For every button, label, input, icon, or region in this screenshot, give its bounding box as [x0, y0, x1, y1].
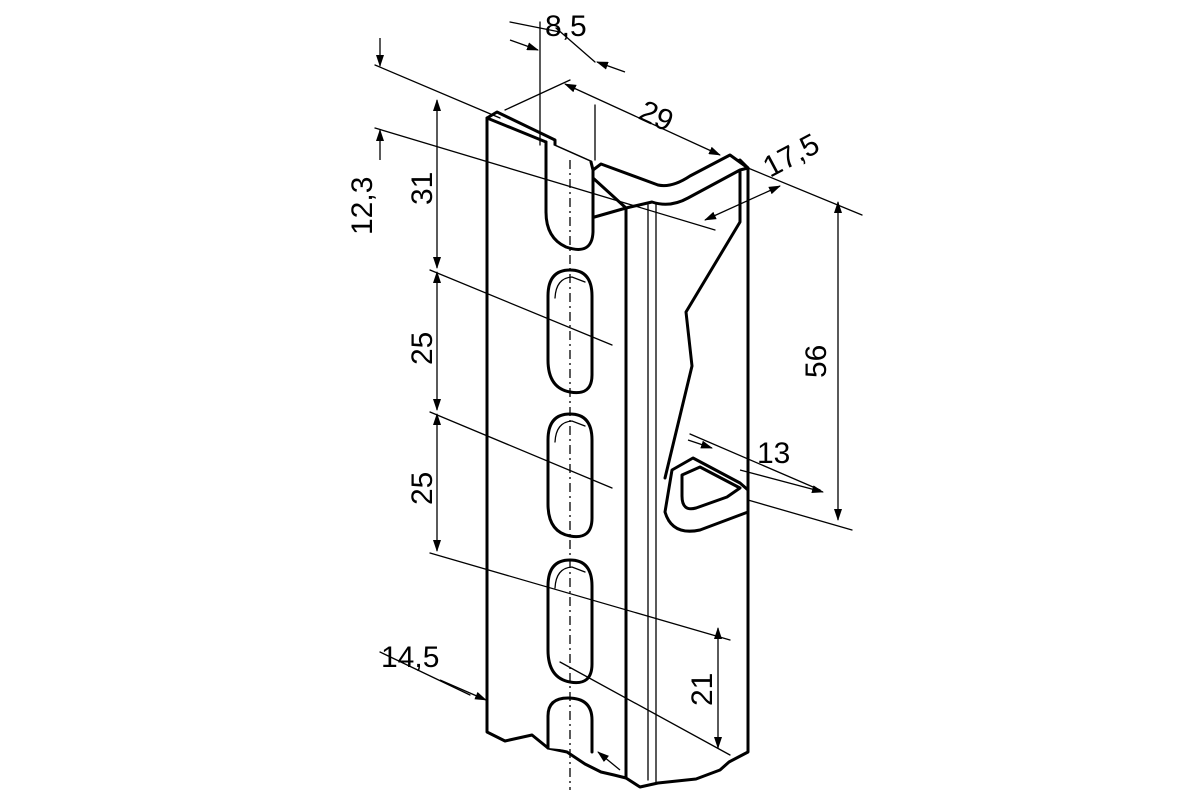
dim-pitch-a-label: 25	[406, 332, 439, 365]
dim-hook-height-label: 56	[800, 345, 833, 378]
slot-2	[546, 412, 594, 539]
dim-flange-depth-label: 29	[634, 94, 678, 138]
dim-hook-depth-label: 13	[757, 437, 790, 470]
dim-top-offset-label: 12,3	[346, 177, 379, 235]
dim-edge-distance-label: 14,5	[381, 641, 439, 674]
rail-hook-inner	[680, 465, 742, 511]
dim-slot-length-label: 21	[686, 673, 719, 706]
dim-flange-width-label: 17,5	[758, 128, 825, 185]
dim-first-pitch-label: 31	[406, 172, 439, 205]
dim-pitch-b-label: 25	[406, 472, 439, 505]
dimension-arrows	[376, 38, 842, 771]
dim-slot-width-label: 8,5	[545, 10, 587, 43]
rail-top-slot	[544, 140, 595, 251]
